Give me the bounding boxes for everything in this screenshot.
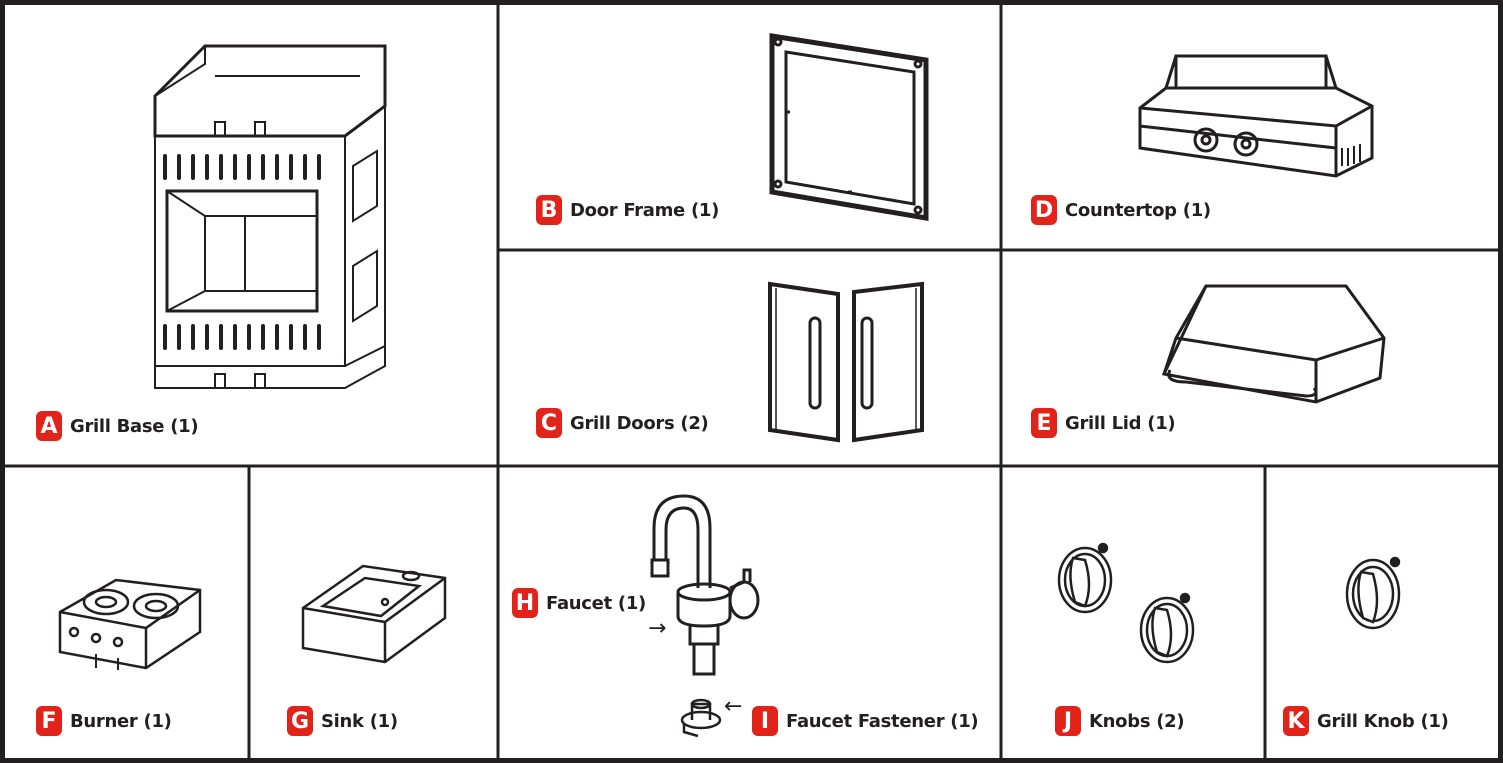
badge-a: A xyxy=(36,411,62,441)
cell-grill-base: A Grill Base (1) xyxy=(0,0,498,466)
badge-e: E xyxy=(1031,408,1057,438)
knobs-icon xyxy=(1053,536,1203,686)
part-qty-knobs: (2) xyxy=(1156,711,1184,732)
cell-grill-knob: K Grill Knob (1) xyxy=(1265,466,1500,763)
grill-doors-icon xyxy=(766,280,936,445)
cell-door-frame: B Door Frame (1) xyxy=(498,0,1001,250)
part-name-door-frame: Door Frame xyxy=(570,200,685,221)
badge-c: C xyxy=(536,408,562,438)
part-name-knobs: Knobs xyxy=(1089,711,1150,732)
part-qty-faucet-fastener: (1) xyxy=(950,711,978,732)
part-name-sink: Sink xyxy=(321,711,364,732)
label-sink: G Sink (1) xyxy=(287,706,398,736)
label-countertop: D Countertop (1) xyxy=(1031,195,1211,225)
badge-k: K xyxy=(1283,706,1309,736)
cell-grill-lid: E Grill Lid (1) xyxy=(1001,250,1500,466)
label-burner: F Burner (1) xyxy=(36,706,172,736)
badge-j: J xyxy=(1055,706,1081,736)
faucet-fastener-icon xyxy=(678,696,724,738)
faucet-icon xyxy=(648,488,778,678)
cell-countertop: D Countertop (1) xyxy=(1001,0,1500,250)
part-qty-sink: (1) xyxy=(370,711,398,732)
part-qty-grill-knob: (1) xyxy=(1420,711,1448,732)
part-name-grill-doors: Grill Doors xyxy=(570,413,674,434)
label-faucet: H Faucet (1) xyxy=(512,588,646,618)
part-name-grill-knob: Grill Knob xyxy=(1317,711,1414,732)
door-frame-icon xyxy=(768,32,930,222)
label-grill-doors: C Grill Doors (2) xyxy=(536,408,708,438)
burner-icon xyxy=(56,572,204,676)
badge-b: B xyxy=(536,195,562,225)
part-qty-countertop: (1) xyxy=(1183,200,1211,221)
part-name-faucet: Faucet xyxy=(546,593,612,614)
badge-g: G xyxy=(287,706,313,736)
label-grill-base: A Grill Base (1) xyxy=(36,411,198,441)
cell-grill-doors: C Grill Doors (2) xyxy=(498,250,1001,466)
cell-burner: F Burner (1) xyxy=(0,466,249,763)
arrow-right-icon: → xyxy=(648,616,666,641)
part-name-faucet-fastener: Faucet Fastener xyxy=(786,711,944,732)
badge-h: H xyxy=(512,588,538,618)
cell-knobs: J Knobs (2) xyxy=(1001,466,1265,763)
part-name-countertop: Countertop xyxy=(1065,200,1177,221)
part-qty-door-frame: (1) xyxy=(691,200,719,221)
part-name-grill-lid: Grill Lid xyxy=(1065,413,1141,434)
label-door-frame: B Door Frame (1) xyxy=(536,195,719,225)
grill-knob-icon xyxy=(1339,546,1419,636)
label-knobs: J Knobs (2) xyxy=(1055,706,1184,736)
cell-sink: G Sink (1) xyxy=(249,466,498,763)
label-faucet-fastener: I Faucet Fastener (1) xyxy=(752,706,978,736)
part-qty-grill-doors: (2) xyxy=(680,413,708,434)
countertop-icon xyxy=(1136,48,1376,188)
part-qty-grill-lid: (1) xyxy=(1147,413,1175,434)
label-grill-knob: K Grill Knob (1) xyxy=(1283,706,1449,736)
part-name-grill-base: Grill Base xyxy=(70,416,164,437)
badge-i: I xyxy=(752,706,778,736)
arrow-left-icon: ← xyxy=(724,694,742,719)
part-name-burner: Burner xyxy=(70,711,138,732)
part-qty-faucet: (1) xyxy=(618,593,646,614)
grill-lid-icon xyxy=(1156,278,1392,406)
part-qty-grill-base: (1) xyxy=(170,416,198,437)
label-grill-lid: E Grill Lid (1) xyxy=(1031,408,1175,438)
sink-icon xyxy=(299,558,449,670)
badge-f: F xyxy=(36,706,62,736)
cell-faucet: H Faucet (1) → ← I Faucet Fastener (1) xyxy=(498,466,1001,763)
grill-base-icon xyxy=(145,36,395,406)
part-qty-burner: (1) xyxy=(144,711,172,732)
badge-d: D xyxy=(1031,195,1057,225)
